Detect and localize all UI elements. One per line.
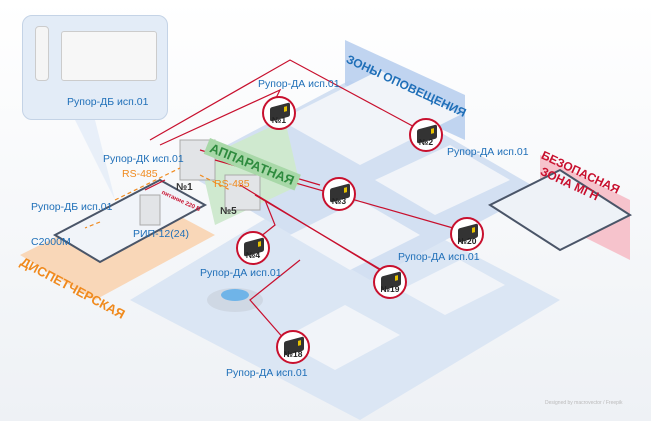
rip-label: РИП-12(24): [133, 228, 189, 240]
store-room: [280, 305, 400, 370]
amplifier-label-19: Рупор-ДА исп.01: [398, 251, 480, 263]
amplifier-label-18: Рупор-ДА исп.01: [226, 367, 308, 379]
unit1-label: №1: [176, 182, 193, 193]
rs485-label-a: RS-485: [122, 168, 158, 180]
fountain-water: [221, 289, 249, 301]
office-room: [280, 70, 460, 165]
callout-db-panel: Рупор-ДБ исп.01: [22, 15, 168, 120]
mgn-room: [487, 168, 633, 252]
device-dk-5: [224, 174, 261, 211]
amplifier-badge-1: №1: [262, 96, 296, 130]
amplifier-num: №4: [245, 250, 261, 260]
dk-label: Рупор-ДК исп.01: [103, 153, 184, 165]
c2000-label: С2000М: [31, 236, 71, 248]
callout-pointer: [75, 120, 115, 200]
rs485-lines: [84, 167, 231, 229]
dispatcher-room: [52, 178, 208, 264]
handset-icon: [35, 26, 49, 81]
amplifier-num: №19: [380, 284, 400, 294]
amplifier-num: №18: [283, 349, 303, 359]
unit5-label: №5: [220, 206, 237, 217]
rs485-label-b: RS-485: [214, 178, 250, 190]
reception-room: [375, 145, 510, 215]
amplifier-badge-20: №20: [450, 217, 484, 251]
amplifier-label-2: Рупор-ДА исп.01: [447, 146, 529, 158]
amplifier-badge-3: №3: [322, 177, 356, 211]
amplifier-label-4: Рупор-ДА исп.01: [200, 267, 282, 279]
db-label: Рупор-ДБ исп.01: [31, 201, 113, 213]
amplifier-num: №2: [418, 137, 434, 147]
amplifier-badge-2: №2: [409, 118, 443, 152]
amplifier-badge-18: №18: [276, 330, 310, 364]
shop-room: [290, 200, 420, 270]
amplifier-num: №3: [331, 196, 347, 206]
callout-label: Рупор-ДБ исп.01: [67, 96, 149, 108]
cafe-room: [400, 260, 505, 315]
footer-credit: Designed by macrovector / Freepik: [545, 400, 623, 406]
device-rip: [139, 194, 161, 226]
panel-image: [61, 31, 157, 81]
amplifier-num: №20: [457, 236, 477, 246]
amplifier-num: №1: [271, 115, 287, 125]
amplifier-label-1: Рупор-ДА исп.01: [258, 78, 340, 90]
amplifier-badge-4: №4: [236, 231, 270, 265]
amplifier-badge-19: №19: [373, 265, 407, 299]
